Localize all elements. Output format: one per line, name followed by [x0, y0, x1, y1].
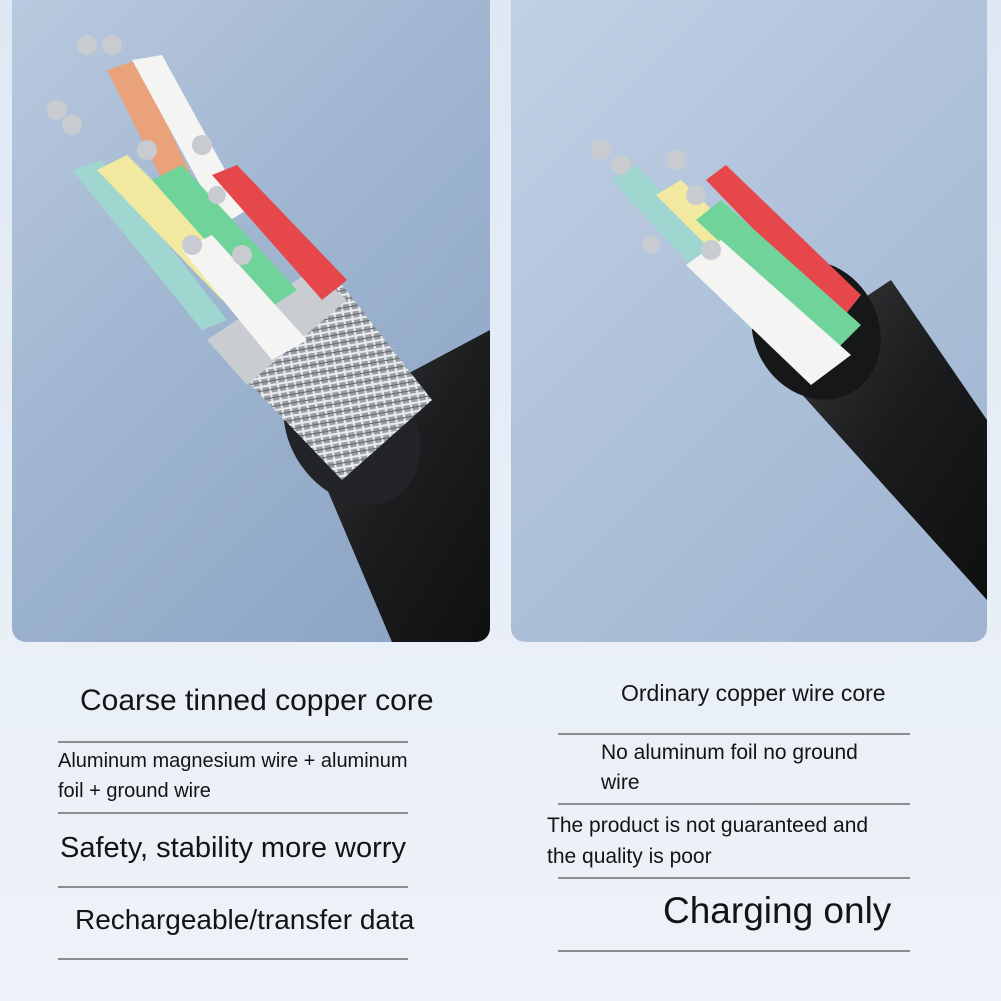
left-caption-shield-line1: Aluminum magnesium wire + aluminum [58, 750, 408, 772]
left-divider-3 [58, 886, 408, 888]
right-caption-foil-line2: wire [601, 771, 640, 794]
right-divider-4 [558, 950, 910, 952]
wire-red [706, 165, 861, 320]
right-divider-2 [558, 803, 910, 805]
left-divider-4 [58, 958, 408, 960]
right-divider-1 [558, 733, 910, 735]
right-caption-foil-line1: No aluminum foil no ground [601, 741, 858, 764]
left-caption-safety: Safety, stability more worry [60, 832, 406, 864]
copper-strands [591, 140, 721, 260]
right-caption-quality-line1: The product is not guaranteed and [547, 814, 869, 837]
left-caption-data: Rechargeable/transfer data [75, 904, 415, 935]
left-divider-1 [58, 741, 408, 743]
left-divider-2 [58, 812, 408, 814]
wire-white [686, 240, 851, 385]
wire-red [212, 165, 347, 300]
right-divider-3 [558, 877, 910, 879]
shielded-cable-photo [12, 0, 490, 642]
ordinary-cable-photo [511, 0, 987, 642]
wire-green [152, 165, 297, 310]
wire-teal [72, 160, 227, 330]
wire-white [182, 235, 307, 360]
left-caption-shield-line2: foil + ground wire [58, 780, 211, 802]
right-caption-quality-line2: the quality is poor [547, 845, 712, 868]
left-caption-core: Coarse tinned copper core [80, 684, 434, 717]
wire-white-top [132, 55, 247, 225]
right-caption-charging: Charging only [663, 890, 892, 931]
ordinary-cable-illustration [591, 140, 987, 600]
tinned-copper-strands [47, 35, 252, 265]
shielded-cable-illustration [47, 35, 490, 642]
right-caption-core: Ordinary copper wire core [621, 680, 886, 706]
wire-green [696, 200, 861, 350]
